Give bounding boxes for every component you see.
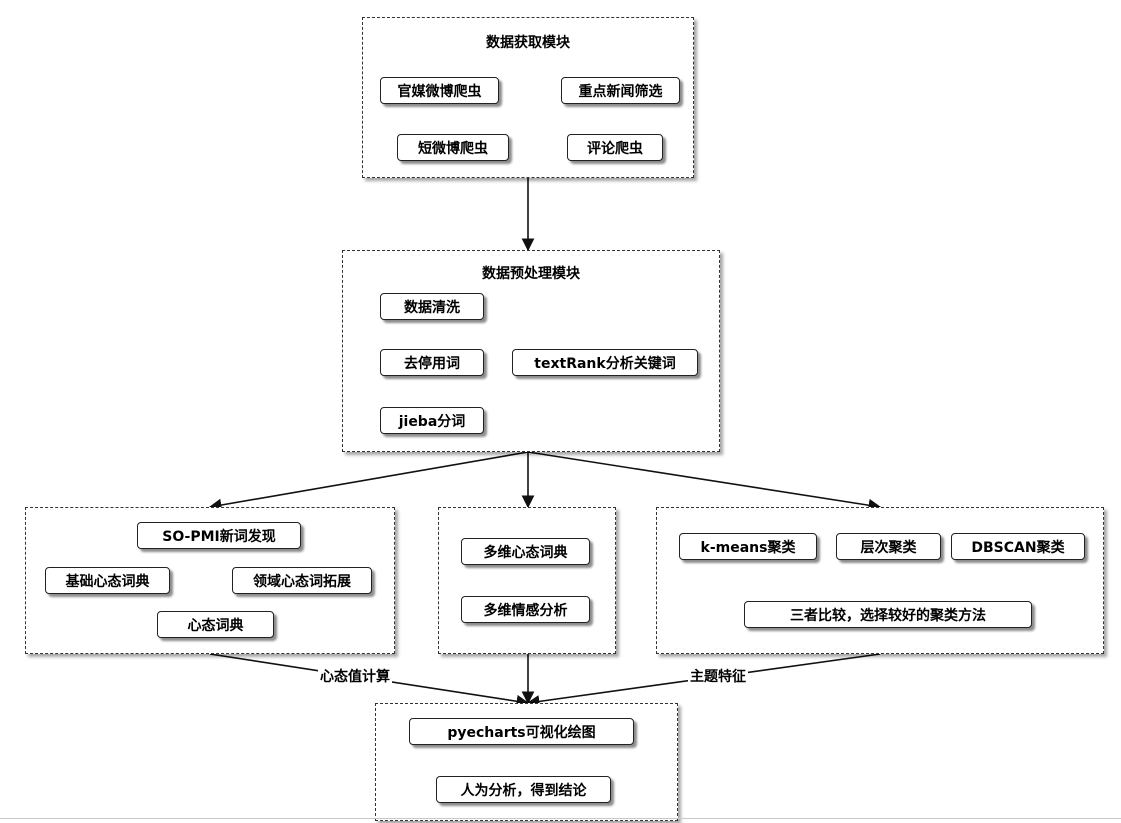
topic-feature-edge-label: 主题特征 — [688, 666, 748, 686]
short-weibo-crawler-node: 短微博爬虫 — [397, 134, 509, 161]
pyecharts-node: pyecharts可视化绘图 — [409, 718, 634, 745]
sentiment-module — [438, 507, 616, 654]
multi-dim-dict-node: 多维心态词典 — [461, 538, 590, 565]
data-cleaning-node: 数据清洗 — [380, 293, 484, 320]
kmeans-node: k-means聚类 — [679, 533, 817, 560]
jieba-segmentation-node: jieba分词 — [380, 407, 484, 434]
domain-expansion-node: 领域心态词拓展 — [232, 567, 372, 594]
dbscan-node: DBSCAN聚类 — [951, 533, 1085, 560]
official-weibo-crawler-node: 官媒微博爬虫 — [380, 77, 499, 104]
bottom-divider — [0, 818, 1121, 819]
conclusion-node: 人为分析，得到结论 — [436, 776, 611, 803]
key-news-filter-node: 重点新闻筛选 — [561, 77, 680, 104]
arrow-preprocessing-to-clustering — [527, 451, 882, 512]
mentality-dict-node: 心态词典 — [157, 611, 274, 638]
base-dict-node: 基础心态词典 — [45, 567, 170, 594]
comment-crawler-node: 评论爬虫 — [567, 134, 663, 161]
remove-stopwords-node: 去停用词 — [380, 349, 484, 376]
mentality-value-edge-label: 心态值计算 — [318, 666, 392, 686]
so-pmi-node: SO-PMI新词发现 — [137, 522, 301, 549]
textrank-keywords-node: textRank分析关键词 — [512, 349, 698, 376]
acquisition-module-title: 数据获取模块 — [486, 35, 570, 51]
arrow-preprocessing-to-lexicon — [208, 451, 529, 512]
compare-node: 三者比较，选择较好的聚类方法 — [744, 601, 1032, 628]
clustering-module — [656, 507, 1104, 654]
multi-dim-analysis-node: 多维情感分析 — [461, 596, 590, 623]
hierarchical-node: 层次聚类 — [836, 533, 941, 560]
preprocessing-module-title: 数据预处理模块 — [482, 266, 580, 282]
